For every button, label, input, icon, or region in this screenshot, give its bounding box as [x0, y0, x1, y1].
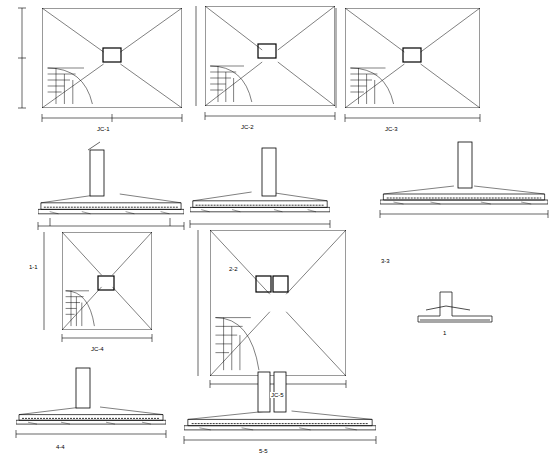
drawing-label: 5-5 [258, 448, 269, 454]
drawing-label: 1-1 [28, 264, 39, 270]
drawing-label: JC-4 [90, 346, 105, 352]
drawing-label: JC-3 [384, 126, 399, 132]
drawing-label: JC-2 [240, 124, 255, 130]
drawing-label: JC-5 [270, 392, 285, 398]
drawing-label: 3-3 [380, 258, 391, 264]
drawing-label: 2-2 [228, 266, 239, 272]
drawing-label: 1 [442, 330, 447, 336]
drawing-label: JC-1 [96, 126, 111, 132]
drawing-label: 4-4 [55, 444, 66, 450]
